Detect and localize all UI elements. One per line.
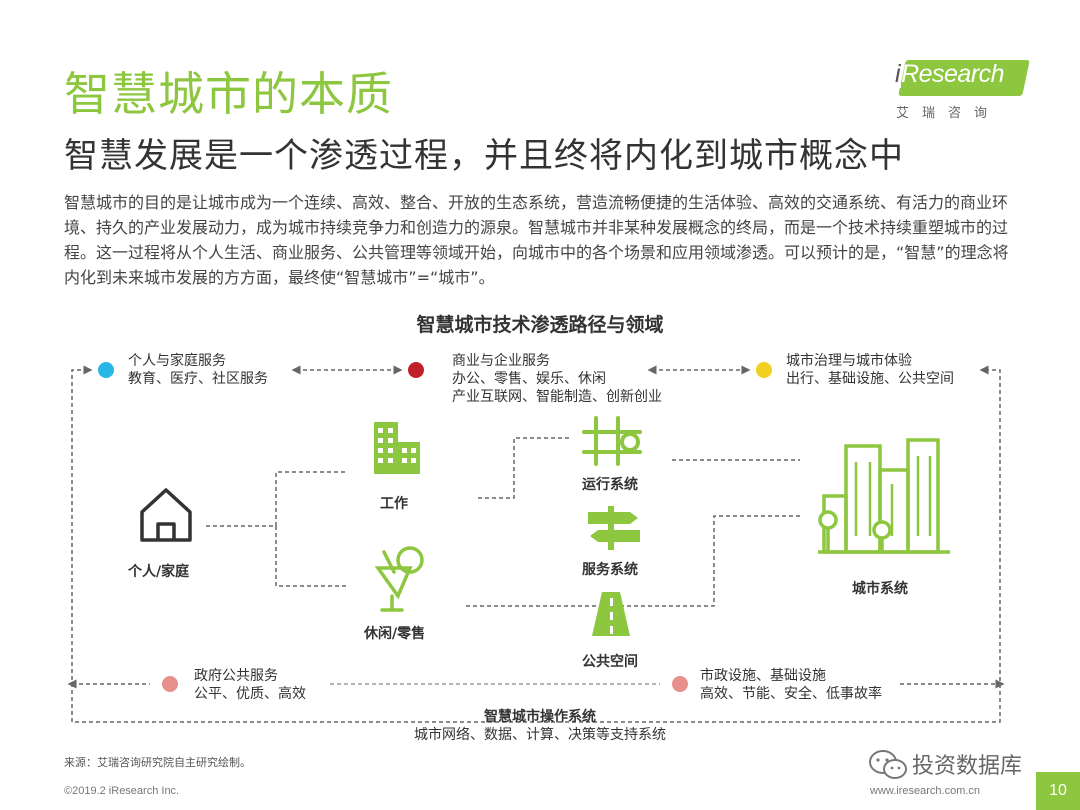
os-label: 智慧城市操作系统 城市网络、数据、计算、决策等支持系统 xyxy=(0,706,1080,744)
domain-personal-title: 个人与家庭服务 xyxy=(128,353,226,369)
conn-home-leisure xyxy=(275,526,346,587)
node-leisure-label: 休闲/零售 xyxy=(364,626,426,642)
os-subtitle: 城市网络、数据、计算、决策等支持系统 xyxy=(414,727,666,743)
conn-work-ops xyxy=(478,437,570,499)
dot-business xyxy=(408,362,424,378)
dot-municipal xyxy=(672,676,688,692)
domain-governance-items: 出行、基础设施、公共空间 xyxy=(786,371,954,387)
domain-government-title: 政府公共服务 xyxy=(194,668,278,684)
domain-business-items-2: 产业互联网、智能制造、创新创业 xyxy=(452,389,662,405)
conn-leisure-city xyxy=(466,515,800,607)
signpost-icon xyxy=(588,506,640,550)
logo-wordmark: iResearch xyxy=(894,60,1005,89)
domain-governance: 城市治理与城市体验 出行、基础设施、公共空间 xyxy=(786,352,954,388)
page-title: 智慧城市的本质 xyxy=(64,67,393,121)
logo-i: i xyxy=(894,60,902,88)
node-public-label: 公共空间 xyxy=(582,654,638,670)
road-junction-icon xyxy=(582,416,642,466)
city-skyline-icon xyxy=(818,438,950,554)
iresearch-logo: iResearch 艾瑞咨询 xyxy=(892,58,1032,124)
logo-subtitle: 艾瑞咨询 xyxy=(896,106,1001,121)
watermark-text: 投资数据库 xyxy=(912,754,1023,779)
node-city-label: 城市系统 xyxy=(852,581,908,597)
logo-research: Research xyxy=(901,60,1005,88)
domain-municipal-items: 高效、节能、安全、低事故率 xyxy=(700,686,882,702)
domain-municipal: 市政设施、基础设施 高效、节能、安全、低事故率 xyxy=(700,667,882,703)
wechat-icon xyxy=(869,750,907,779)
office-building-icon xyxy=(374,422,420,474)
diagram-title: 智慧城市技术渗透路径与领域 xyxy=(416,314,664,336)
domain-government: 政府公共服务 公平、优质、高效 xyxy=(194,667,306,703)
node-home-label: 个人/家庭 xyxy=(128,564,190,580)
dot-government xyxy=(162,676,178,692)
domain-business: 商业与企业服务 办公、零售、娱乐、休闲 产业互联网、智能制造、创新创业 xyxy=(452,352,662,406)
page-number: 10 xyxy=(1036,772,1080,810)
domain-business-title: 商业与企业服务 xyxy=(452,353,550,369)
os-title: 智慧城市操作系统 xyxy=(484,709,596,725)
house-icon xyxy=(140,488,192,542)
website-url: www.iresearch.com.cn xyxy=(870,785,981,797)
conn-home-work xyxy=(206,471,346,527)
cocktail-icon xyxy=(374,546,424,612)
domain-government-items: 公平、优质、高效 xyxy=(194,686,306,702)
domain-governance-title: 城市治理与城市体验 xyxy=(786,353,912,369)
source-note: 来源：艾瑞咨询研究院自主研究绘制。 xyxy=(64,756,251,769)
dot-governance xyxy=(756,362,772,378)
node-service-label: 服务系统 xyxy=(582,562,638,578)
copyright: ©2019.2 iResearch Inc. xyxy=(64,785,180,797)
domain-personal: 个人与家庭服务 教育、医疗、社区服务 xyxy=(128,352,268,388)
intro-paragraph: 智慧城市的目的是让城市成为一个连续、高效、整合、开放的生态系统，营造流畅便捷的生… xyxy=(64,193,1009,287)
road-icon xyxy=(592,592,630,636)
node-ops-label: 运行系统 xyxy=(582,477,638,493)
node-work-label: 工作 xyxy=(380,496,408,512)
dot-personal xyxy=(98,362,114,378)
wechat-watermark: 投资数据库 xyxy=(868,744,1038,784)
domain-personal-items: 教育、医疗、社区服务 xyxy=(128,371,268,387)
domain-business-items: 办公、零售、娱乐、休闲 xyxy=(452,371,606,387)
domain-municipal-title: 市政设施、基础设施 xyxy=(700,668,826,684)
page-subtitle: 智慧发展是一个渗透过程，并且终将内化到城市概念中 xyxy=(64,136,904,176)
